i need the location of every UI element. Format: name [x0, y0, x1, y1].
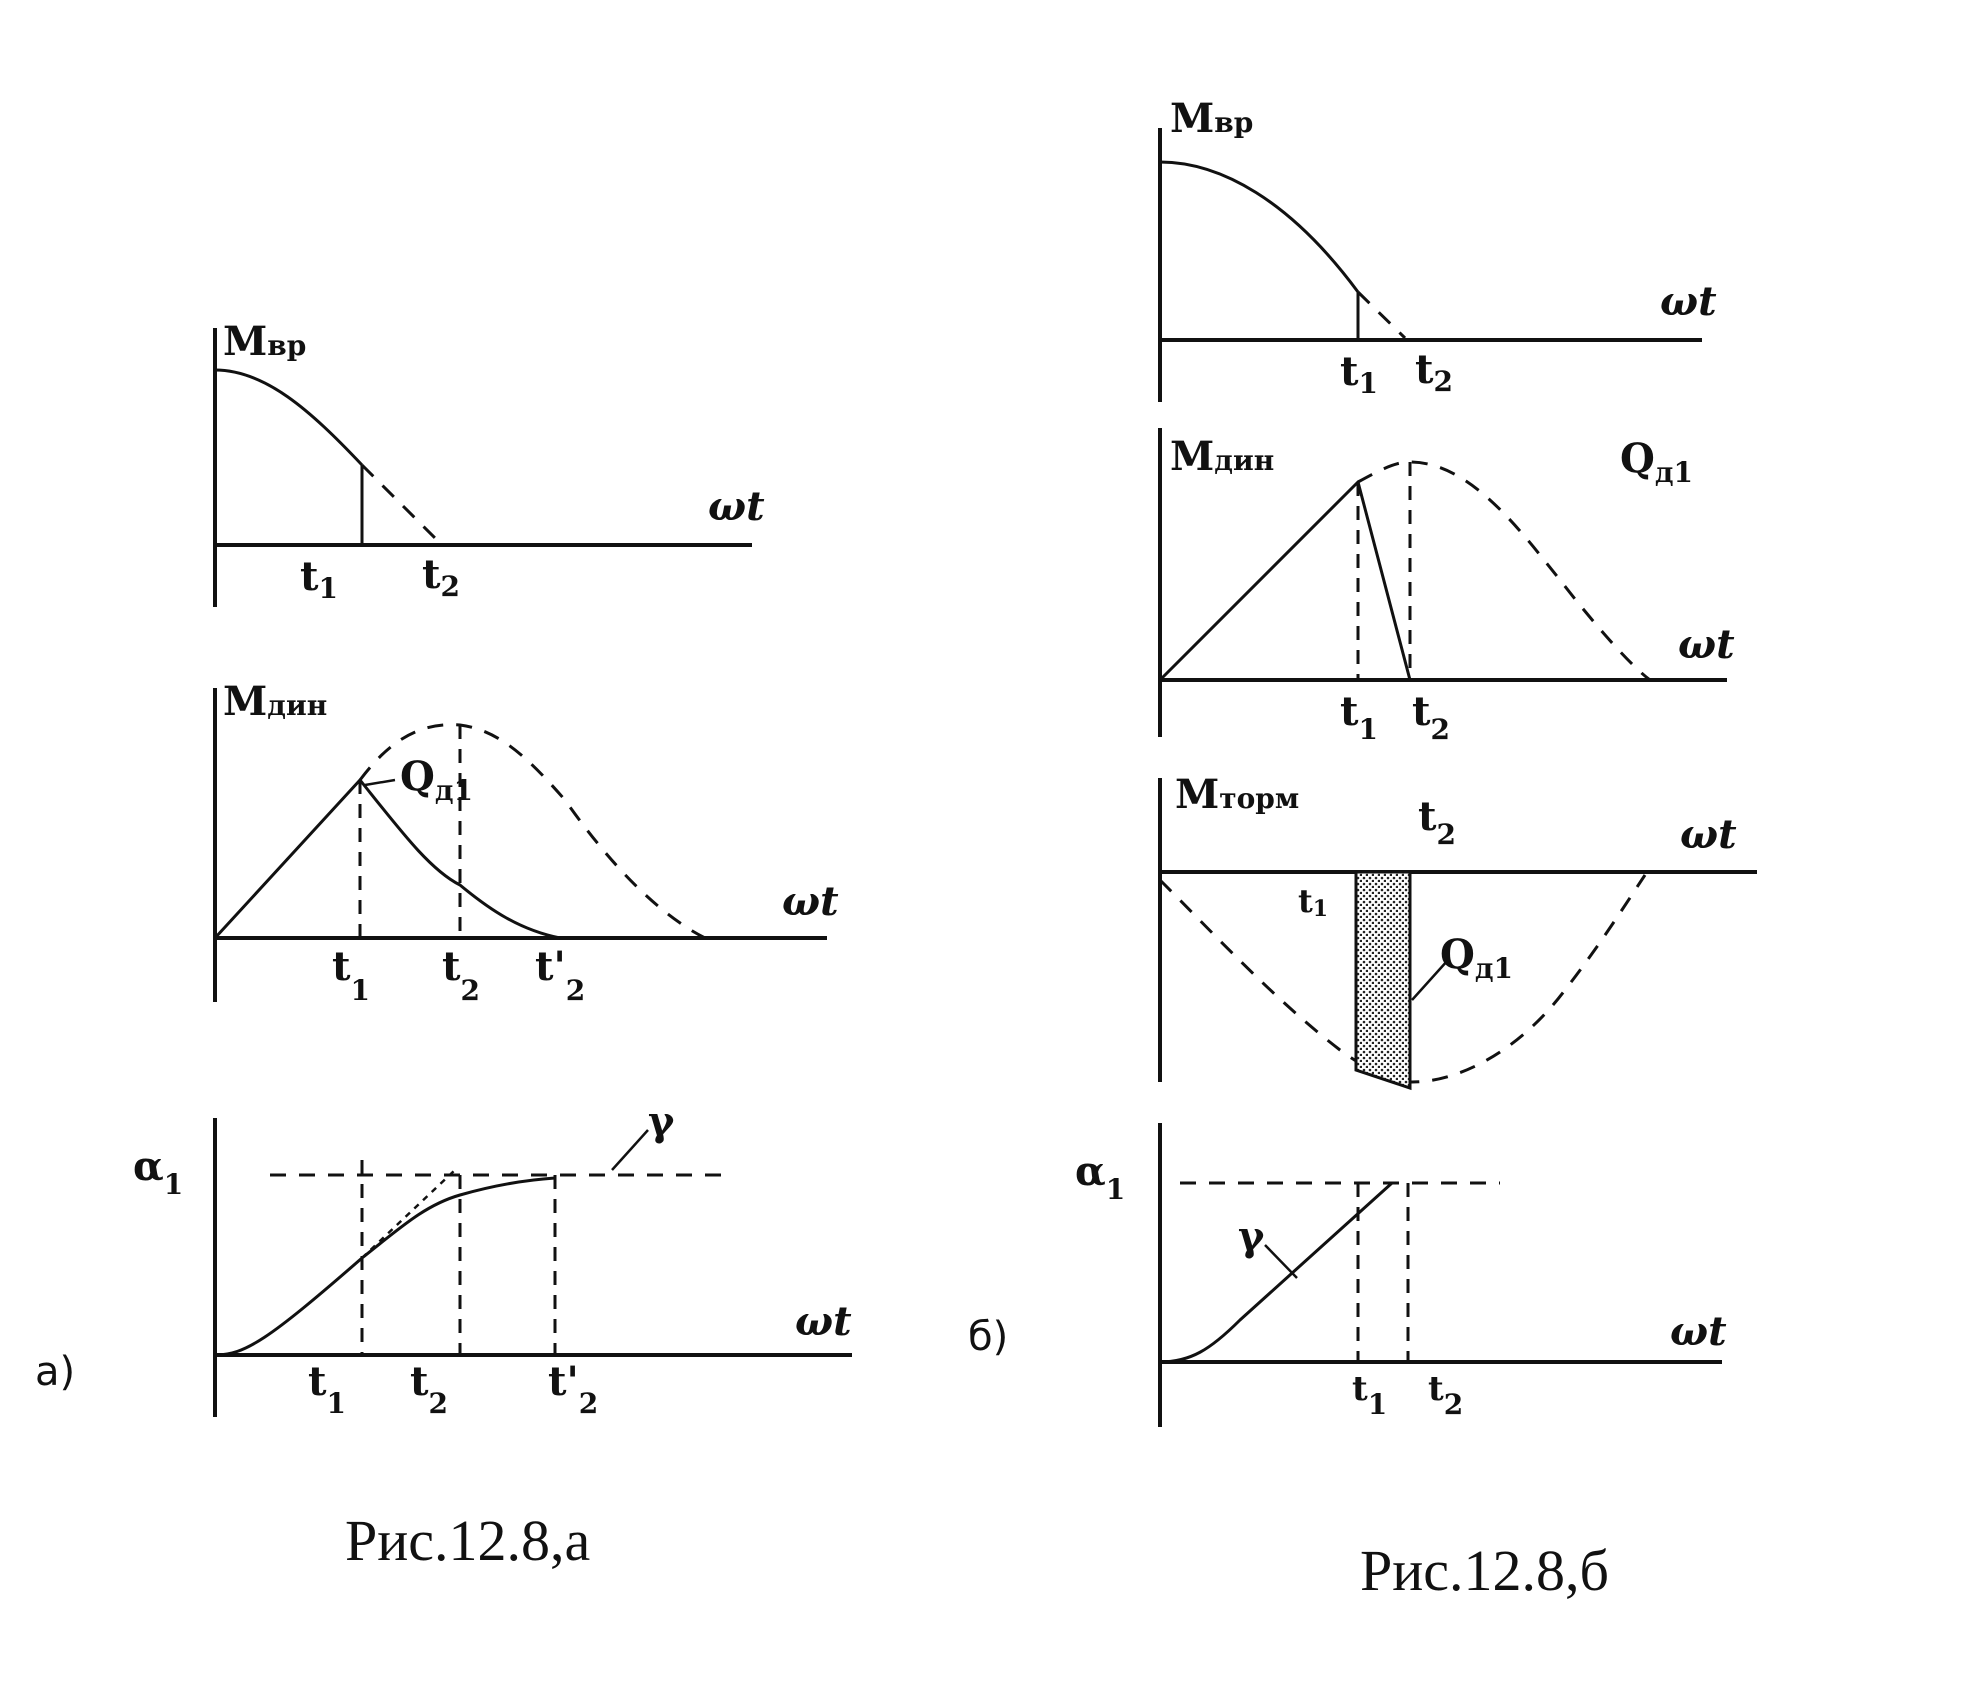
x-axis-label: ωt	[795, 1298, 852, 1345]
panel-label-b: б)	[968, 1314, 1008, 1360]
tick-t2: t2	[410, 1358, 448, 1420]
tick-t1: t1	[308, 1358, 346, 1420]
label-gamma: γ	[1238, 1213, 1265, 1260]
caption-b: Рис.12.8,б	[1360, 1538, 1609, 1603]
tick-t1: t1	[1298, 882, 1328, 922]
label-q-d1: Qд1	[400, 753, 473, 807]
label-gamma: γ	[648, 1098, 675, 1145]
m-vr-curve	[1159, 160, 1360, 293]
tick-t1: t1	[1340, 688, 1378, 746]
q-leader	[364, 778, 396, 787]
axis-label-alpha: α1	[1075, 1148, 1125, 1206]
label-q-d1: Qд1	[1440, 931, 1513, 985]
gamma-leader	[611, 1129, 649, 1171]
tick-t1: t1	[300, 553, 338, 605]
axis-label-m-torm: Mторм	[1175, 771, 1299, 818]
m-din-curve	[213, 778, 561, 940]
tick-t2-prime: t'2	[535, 943, 585, 1007]
tick-t2: t2	[1418, 793, 1456, 851]
axis-label-alpha: α1	[133, 1143, 183, 1201]
plot-a1-m-vr: Mвр ωt t1 t2	[213, 318, 765, 607]
axis-label-m-din: Mдин	[223, 678, 327, 725]
m-vr-dashed-continuation	[1356, 290, 1407, 340]
plot-a3-alpha: α1 γ ωt t1 t2 t'2	[133, 1098, 852, 1420]
plot-b4-alpha: α1 γ ωt t1 t2	[1075, 1123, 1727, 1427]
caption-a: Рис.12.8,а	[345, 1508, 590, 1573]
figure-b: Mвр ωt t1 t2 Mдин Qд1 ωt t1 t2 Mторм	[968, 95, 1757, 1603]
x-axis-label: ωt	[1670, 1308, 1727, 1355]
tick-t2: t2	[1428, 1369, 1463, 1421]
m-din-dashed-sine	[358, 723, 706, 940]
x-axis-label: ωt	[1678, 621, 1735, 668]
axis-label-m-din: Mдин	[1170, 433, 1274, 480]
alpha-curve	[1159, 1181, 1394, 1364]
x-axis-label: ωt	[782, 878, 839, 925]
tick-t2: t2	[1415, 346, 1453, 398]
plot-a2-m-din: Mдин Qд1 ωt t1 t2 t'2	[213, 678, 839, 1007]
q-d1-hatched-area	[1354, 870, 1412, 1091]
m-din-curve	[1158, 480, 1412, 682]
alpha-tangent-dashed	[361, 1169, 456, 1259]
x-axis-label: ωt	[1680, 811, 1737, 858]
tick-t1: t1	[332, 943, 370, 1007]
tick-t2-prime: t'2	[548, 1358, 598, 1420]
x-axis-label: ωt	[708, 483, 765, 530]
q-leader	[1411, 959, 1449, 1001]
panel-label-a: а)	[35, 1349, 75, 1395]
axis-label-m-vr: Mвр	[1170, 95, 1253, 142]
tick-t1: t1	[1340, 348, 1378, 400]
figure-a: Mвр ωt t1 t2 Mдин Qд1 ωt t1 t2 t'2	[35, 318, 852, 1573]
m-torm-dashed-sine	[1158, 874, 1647, 1084]
tick-t2: t2	[422, 551, 460, 603]
x-axis-label: ωt	[1660, 278, 1717, 325]
m-vr-dashed-continuation	[360, 463, 442, 545]
axis-label-m-vr: Mвр	[223, 318, 306, 365]
tick-t2: t2	[442, 943, 480, 1007]
plot-b1-m-vr: Mвр ωt t1 t2	[1158, 95, 1717, 402]
tick-t2: t2	[1412, 688, 1450, 746]
m-din-dashed-sine	[1357, 460, 1651, 682]
tick-t1: t1	[1352, 1369, 1387, 1421]
m-vr-curve	[214, 368, 364, 467]
gamma-leader	[1264, 1244, 1298, 1279]
plot-b2-m-din: Mдин Qд1 ωt t1 t2	[1158, 428, 1735, 746]
plot-b3-m-torm: Mторм t2 ωt t1 Qд1	[1158, 771, 1757, 1091]
label-q-d1: Qд1	[1620, 435, 1693, 489]
alpha-curve	[214, 1176, 556, 1357]
